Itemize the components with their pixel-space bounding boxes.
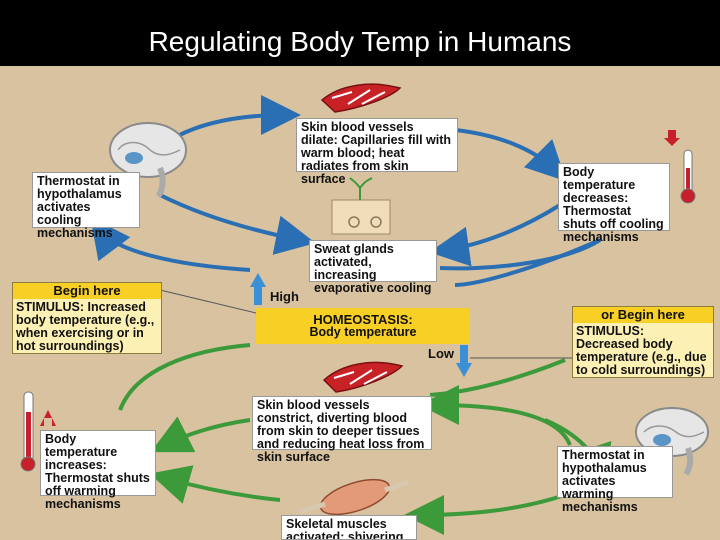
low-label: Low: [428, 346, 454, 361]
sweat-glands-label: Sweat glands activated, increasing evapo…: [309, 240, 437, 295]
temp-decreases-label: Body temperature decreases: Thermostat s…: [558, 163, 670, 244]
cooling-arrow-middle-right: [429, 203, 562, 267]
stimulus-increase-text: STIMULUS: Increased body temperature (e.…: [16, 300, 155, 353]
sweat-gland-icon: [331, 177, 391, 235]
arrow-up-icon: [250, 273, 266, 305]
stimulus-decrease-box: or Begin here STIMULUS: Decreased body t…: [572, 306, 714, 378]
page-title: Regulating Body Temp in Humans: [148, 26, 572, 57]
blood-vessel-icon: [322, 361, 404, 393]
cooling-arrow-loop: [439, 238, 602, 271]
homeostasis-bar: HOMEOSTASIS: Body temperature: [256, 308, 470, 344]
thermometer-icon: [20, 391, 56, 472]
warming-arrow-shiver-left: [149, 465, 281, 504]
brain-icon: [635, 407, 709, 476]
high-label: High: [270, 289, 299, 304]
muscle-icon: [299, 478, 409, 516]
cooling-arrow-up-to-thermostat: [90, 217, 251, 272]
warming-arrow-stimulus-right: [429, 358, 566, 397]
thermostat-warming-label: Thermostat in hypothalamus activates war…: [557, 446, 673, 514]
thermostat-cooling-label: Thermostat in hypothalamus activates coo…: [32, 172, 140, 240]
warming-arrow-constrict-left: [150, 416, 251, 453]
temp-increases-label: Body temperature increases: Thermostat s…: [40, 430, 156, 511]
brain-icon: [109, 122, 187, 199]
begin-connector-line: [159, 289, 257, 314]
arrow-down-icon: [456, 345, 472, 377]
cooling-arrow-top-right: [454, 128, 567, 182]
warming-arrow-thermostat-shiver: [404, 493, 566, 535]
homeostasis-subtitle: Body temperature: [309, 325, 417, 339]
cooling-arrow-middle-left: [159, 193, 316, 255]
skin-constrict-label: Skin blood vessels constrict, diverting …: [252, 396, 432, 464]
blood-vessel-icon: [320, 83, 402, 113]
warming-arrow-thermostat-constrict: [419, 385, 572, 446]
shivering-label: Skeletal muscles activated; shivering: [281, 515, 417, 540]
skin-dilate-label: Skin blood vessels dilate: Capillaries f…: [296, 118, 458, 186]
homeostasis-title: HOMEOSTASIS:: [313, 312, 413, 327]
begin-here-label: Begin here: [13, 283, 161, 299]
stimulus-increase-box: Begin here STIMULUS: Increased body temp…: [12, 282, 162, 354]
or-begin-here-label: or Begin here: [573, 307, 713, 323]
thermometer-icon: [664, 130, 696, 204]
stimulus-decrease-text: STIMULUS: Decreased body temperature (e.…: [576, 324, 707, 377]
title-bar: Regulating Body Temp in Humans: [0, 0, 720, 66]
warming-arrow-return-left: [118, 343, 251, 411]
